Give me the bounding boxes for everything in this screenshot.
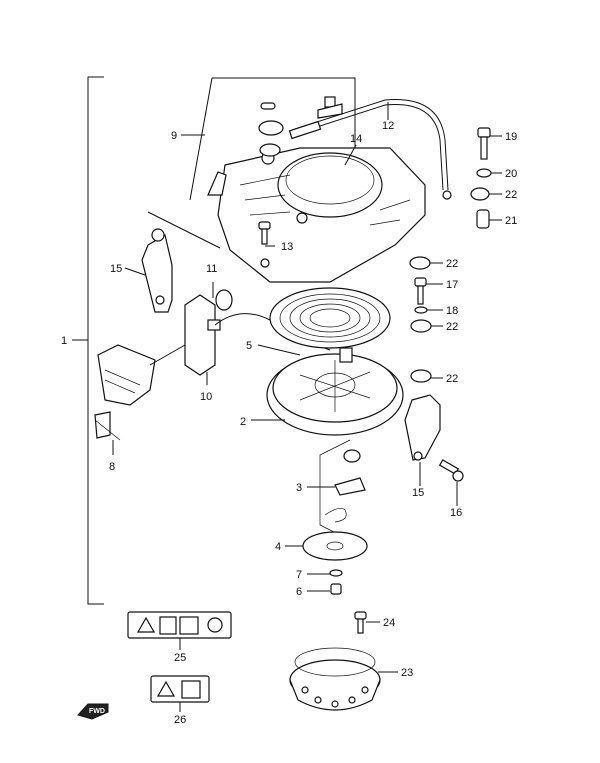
- callout-24: 24: [383, 617, 395, 629]
- callout-1: 1: [61, 335, 67, 347]
- callout-16: 16: [450, 507, 462, 519]
- lever-left: [141, 211, 221, 313]
- callout-13: 13: [281, 241, 293, 253]
- callout-3: 3: [296, 482, 302, 494]
- bolt-19: [477, 127, 491, 160]
- starter-housing: [217, 147, 426, 283]
- warning-label-26: [150, 675, 210, 703]
- rope-guide: [184, 294, 331, 376]
- sub-assembly-9-outline: [181, 77, 356, 201]
- callout-23: 23: [401, 667, 413, 679]
- callout-11: 11: [206, 263, 217, 275]
- fwd-label: FWD: [89, 708, 105, 715]
- bushing: [215, 289, 233, 311]
- callout-22-a: 22: [505, 189, 517, 201]
- callout-numbers: 1 2 3 4 5 6 7 8 9 10 11 12 13 14 15 15 1…: [61, 120, 517, 726]
- washer-18: [414, 306, 428, 314]
- callout-25: 25: [174, 652, 186, 664]
- callout-14: 14: [350, 133, 362, 145]
- callout-17: 17: [446, 279, 458, 291]
- bolt-6: [330, 583, 342, 595]
- fwd-arrow-icon: FWD: [77, 703, 109, 720]
- washer-7: [329, 569, 343, 577]
- callout-21: 21: [505, 215, 517, 227]
- callout-8: 8: [109, 461, 115, 473]
- callout-15-right: 15: [412, 487, 424, 499]
- callout-7: 7: [296, 569, 302, 581]
- callout-22-b: 22: [446, 258, 458, 270]
- callout-20: 20: [505, 168, 517, 180]
- callout-6: 6: [296, 586, 302, 598]
- bolt-13: [258, 221, 271, 245]
- lever-right: [404, 394, 464, 482]
- callout-10: 10: [200, 391, 212, 403]
- callout-22-c: 22: [446, 321, 458, 333]
- warning-label-25: [127, 611, 232, 639]
- collar-21: [476, 209, 490, 229]
- sub-assembly-9-parts: [207, 96, 343, 196]
- rope-reel: [266, 347, 404, 436]
- callout-2: 2: [240, 416, 246, 428]
- callout-15-left: 15: [110, 263, 122, 275]
- callout-4: 4: [275, 541, 281, 553]
- callout-19: 19: [505, 131, 517, 143]
- callout-22-d: 22: [446, 373, 458, 385]
- recoil-spring: [269, 287, 391, 349]
- friction-plate: [302, 531, 368, 561]
- assembly-bracket: [72, 76, 104, 605]
- leader-lines: [112, 102, 502, 712]
- starter-handle: [94, 344, 186, 441]
- callout-26: 26: [174, 714, 186, 726]
- callout-9: 9: [171, 130, 177, 142]
- bolt-24: [354, 611, 367, 634]
- starter-cup: [289, 647, 381, 711]
- callout-5: 5: [246, 340, 252, 352]
- bolt-17: [414, 277, 427, 305]
- callout-18: 18: [446, 305, 458, 317]
- washer-20: [476, 168, 492, 178]
- ratchet-parts: [319, 439, 366, 541]
- washers: [409, 187, 490, 383]
- callout-12: 12: [382, 120, 394, 132]
